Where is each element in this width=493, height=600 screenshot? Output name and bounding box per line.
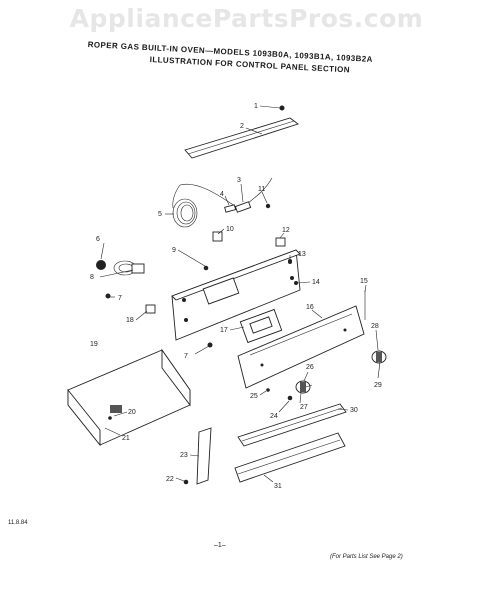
page-number: –1– [214,542,226,549]
callout-16: 16 [306,304,314,311]
callout-30: 30 [350,407,358,414]
part-12-clip [275,237,286,247]
part-22-screw [183,479,189,485]
callout-13: 13 [298,251,306,258]
callout-24: 24 [270,413,278,420]
part-28-knob [371,350,387,364]
part-4-bracket [224,204,237,213]
callout-19: 19 [90,341,98,348]
callout-7b: 7 [184,353,188,360]
callout-4: 4 [220,191,224,198]
part-5-capillary-coil [172,184,198,228]
callout-6: 6 [96,236,100,243]
part-8-thermostat [113,260,145,276]
part-24-screw [287,395,293,401]
callout-11: 11 [258,186,265,193]
callout-28: 28 [371,323,379,330]
part-25-screw [266,388,270,392]
part-31-trim [234,432,346,483]
part-9-screw [203,265,209,271]
part-19-heat-shield [67,348,191,447]
part-11-screw [265,203,271,209]
part-30-trim [237,403,347,447]
parts-list-footnote: (For Parts List See Page 2) [330,554,403,560]
callout-12: 12 [282,227,290,234]
part-26-knob [295,380,311,394]
callout-15: 15 [360,278,368,285]
callout-1: 1 [254,103,258,110]
callout-29: 29 [374,382,382,389]
callout-21: 21 [122,435,130,442]
control-bracket [171,249,301,341]
callout-23: 23 [180,452,188,459]
callout-2: 2 [240,123,244,130]
callout-20: 20 [128,409,136,416]
part-17-timer [239,308,283,344]
part-2-trim-strip [184,117,299,159]
part-13-screw [288,260,292,264]
callout-22: 22 [166,476,174,483]
callout-labels: 1 2 3 4 5 6 7 7 8 9 10 11 12 13 14 15 16… [90,103,382,490]
part-16-control-panel [237,305,365,389]
callout-14: 14 [312,279,320,286]
part-10-clip [212,231,223,242]
date-code: 11.8.84 [8,520,28,526]
callout-27: 27 [300,404,308,411]
callout-26: 26 [306,364,314,371]
part-23-trim-post [196,427,212,485]
callout-5: 5 [158,211,162,218]
callout-25: 25 [250,393,258,400]
part-20-screw [108,416,112,420]
watermark: AppliancePartsPros.com [69,4,424,33]
leader-lines [99,105,381,483]
callout-7a: 7 [118,295,122,302]
callout-18: 18 [126,317,134,324]
part-1-screw [279,105,285,111]
part-14-screw [294,281,298,285]
callout-10: 10 [226,226,234,233]
callout-8: 8 [90,274,94,281]
part-18-bracket [145,304,156,314]
callout-31: 31 [274,483,282,490]
callout-9: 9 [172,247,176,254]
part-6-knob [96,260,106,270]
callout-17: 17 [220,327,228,334]
callout-3: 3 [237,177,241,184]
